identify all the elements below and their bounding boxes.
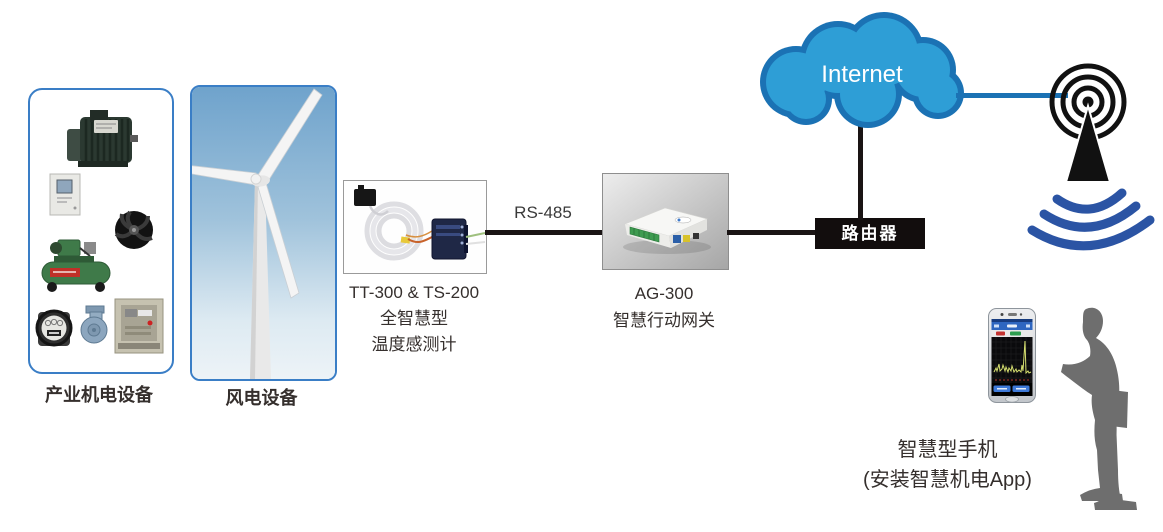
gateway-device-image: [603, 174, 728, 269]
link-internet-antenna: [956, 93, 1068, 98]
gateway-photo: [602, 173, 729, 270]
industrial-equipment-images: [35, 110, 164, 354]
link-gateway-router: [727, 230, 815, 235]
router-node: 路由器: [815, 218, 925, 249]
link-sensor-gateway: [485, 230, 602, 235]
fan-icon: [114, 210, 153, 249]
person-silhouette: [1061, 307, 1137, 510]
person-far-leg: [1094, 420, 1137, 510]
smartphone-label: 智慧型手机 (安装智慧机电App): [835, 435, 1060, 495]
internet-cloud: Internet: [760, 12, 964, 128]
sensor-label: TT-300 & TS-200 全智慧型 温度感测计: [329, 280, 499, 358]
gateway-label: AG-300 智慧行动网关: [579, 280, 749, 334]
link-router-internet: [858, 120, 863, 220]
power-meter-icon: [35, 309, 73, 347]
circuit-breaker-icon: [114, 298, 164, 354]
rs485-label: RS-485: [514, 203, 572, 222]
internet-label: Internet: [821, 61, 903, 88]
phone-chart-ticks: [995, 379, 1029, 381]
person-body: [1061, 307, 1123, 501]
person-bag: [1111, 390, 1128, 428]
sensor-label-line2: 全智慧型: [380, 309, 448, 328]
phone-chart-line: [993, 340, 1032, 375]
industrial-equipment-label: 产业机电设备: [45, 385, 153, 405]
sensor-label-line3: 温度感测计: [371, 335, 457, 354]
smartphone-label-line2: (安装智慧机电App): [863, 469, 1032, 491]
gateway-label-line2: 智慧行动网关: [613, 311, 715, 330]
control-cabinet-icon: [49, 173, 81, 216]
industrial-equipment-box: [28, 88, 174, 374]
motor-icon: [67, 110, 138, 167]
phone-home-button: [1005, 396, 1019, 403]
antenna-tower: [1064, 102, 1112, 183]
sensor-label-line1: TT-300 & TS-200: [348, 283, 480, 302]
pump-icon: [80, 305, 108, 344]
cloud-fill: [766, 18, 958, 122]
sensor-photo: [343, 180, 487, 274]
smartphone-image: [988, 308, 1036, 403]
wind-turbine-image: [192, 87, 335, 379]
smartphone-label-line1: 智慧型手机: [897, 439, 998, 461]
wifi-arcs-icon: [1027, 188, 1155, 251]
wind-equipment-label: 风电设备: [225, 388, 298, 408]
wind-equipment-box: [190, 85, 337, 381]
temperature-sensor-image: [344, 181, 486, 273]
antenna-icon: [1027, 63, 1155, 251]
gateway-label-line1: AG-300: [634, 284, 694, 303]
air-compressor-icon: [41, 239, 111, 292]
